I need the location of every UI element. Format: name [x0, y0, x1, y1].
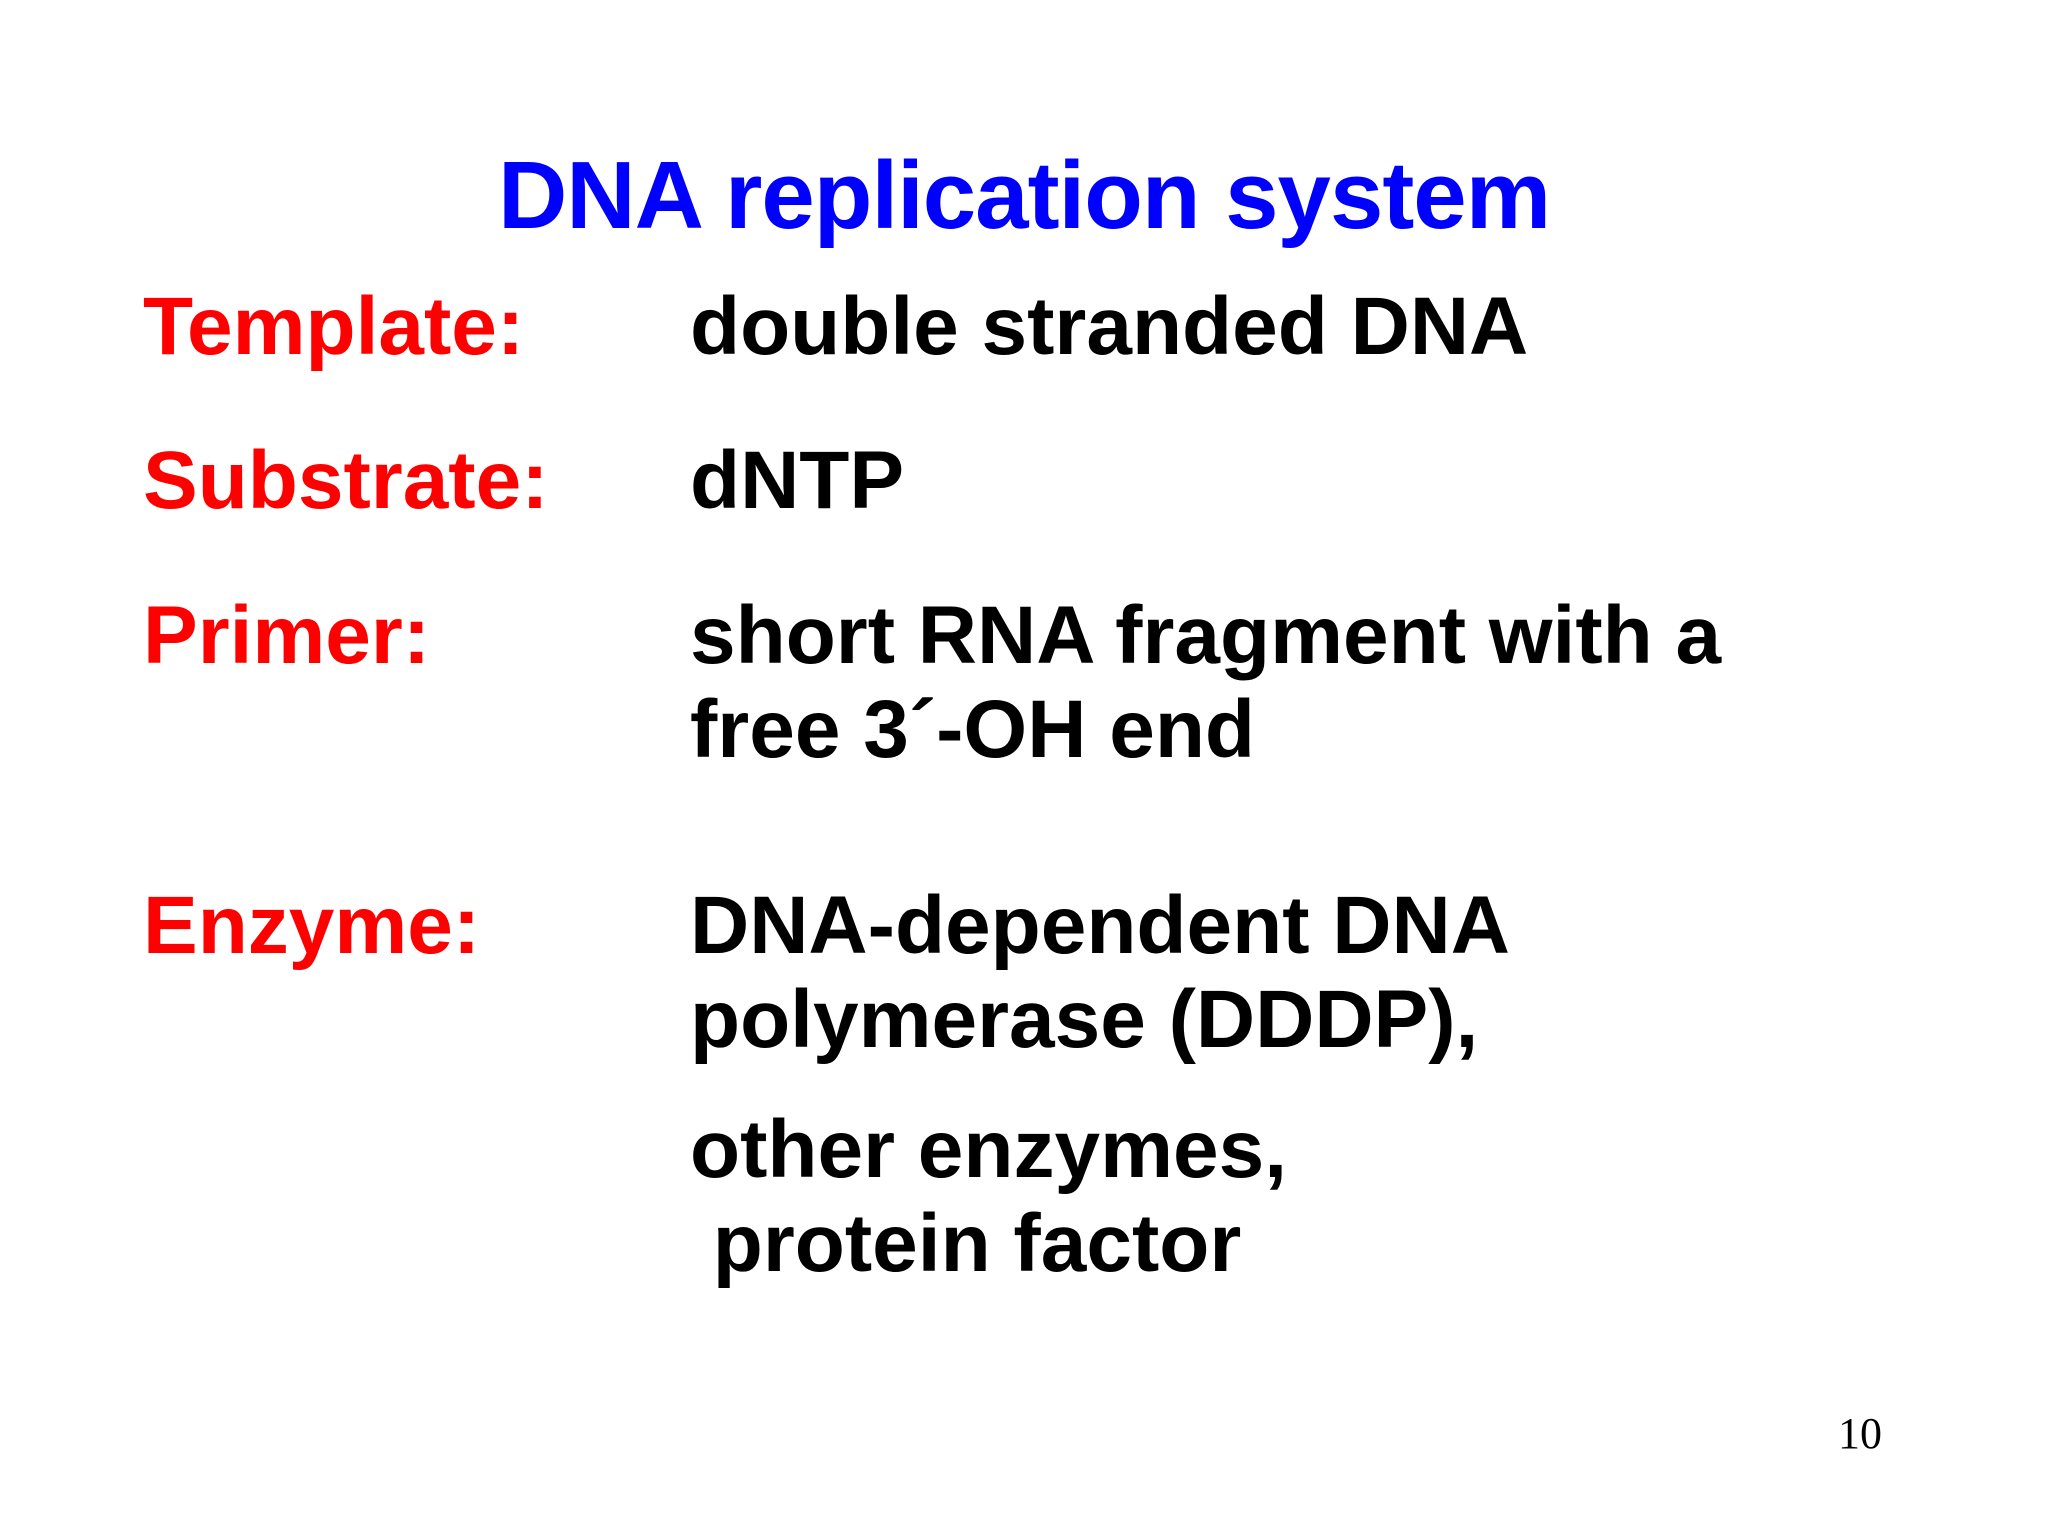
label-primer: Primer:: [143, 590, 431, 681]
value-line: polymerase (DDDP),: [690, 974, 1479, 1065]
value-line: short RNA fragment with a: [690, 590, 1722, 681]
label-substrate: Substrate:: [143, 435, 549, 526]
value-line: double stranded DNA: [690, 281, 1529, 372]
value-substrate: dNTP: [690, 440, 904, 522]
label-enzyme: Enzyme:: [143, 880, 481, 971]
page-number: 10: [1838, 1409, 1882, 1458]
value-template: double stranded DNA: [690, 286, 1528, 368]
value-enzyme: DNA-dependent DNA polymerase (DDDP), oth…: [690, 885, 1510, 1285]
value-line: DNA-dependent DNA: [690, 880, 1510, 971]
value-line: dNTP: [690, 435, 905, 526]
value-line: protein factor: [690, 1198, 1242, 1289]
value-line: other enzymes,: [690, 1104, 1287, 1195]
value-line: free 3´-OH end: [690, 684, 1255, 775]
label-template: Template:: [143, 281, 525, 372]
page-title: DNA replication system: [497, 142, 1551, 250]
value-primer: short RNA fragment with a free 3´-OH end: [690, 595, 1721, 771]
